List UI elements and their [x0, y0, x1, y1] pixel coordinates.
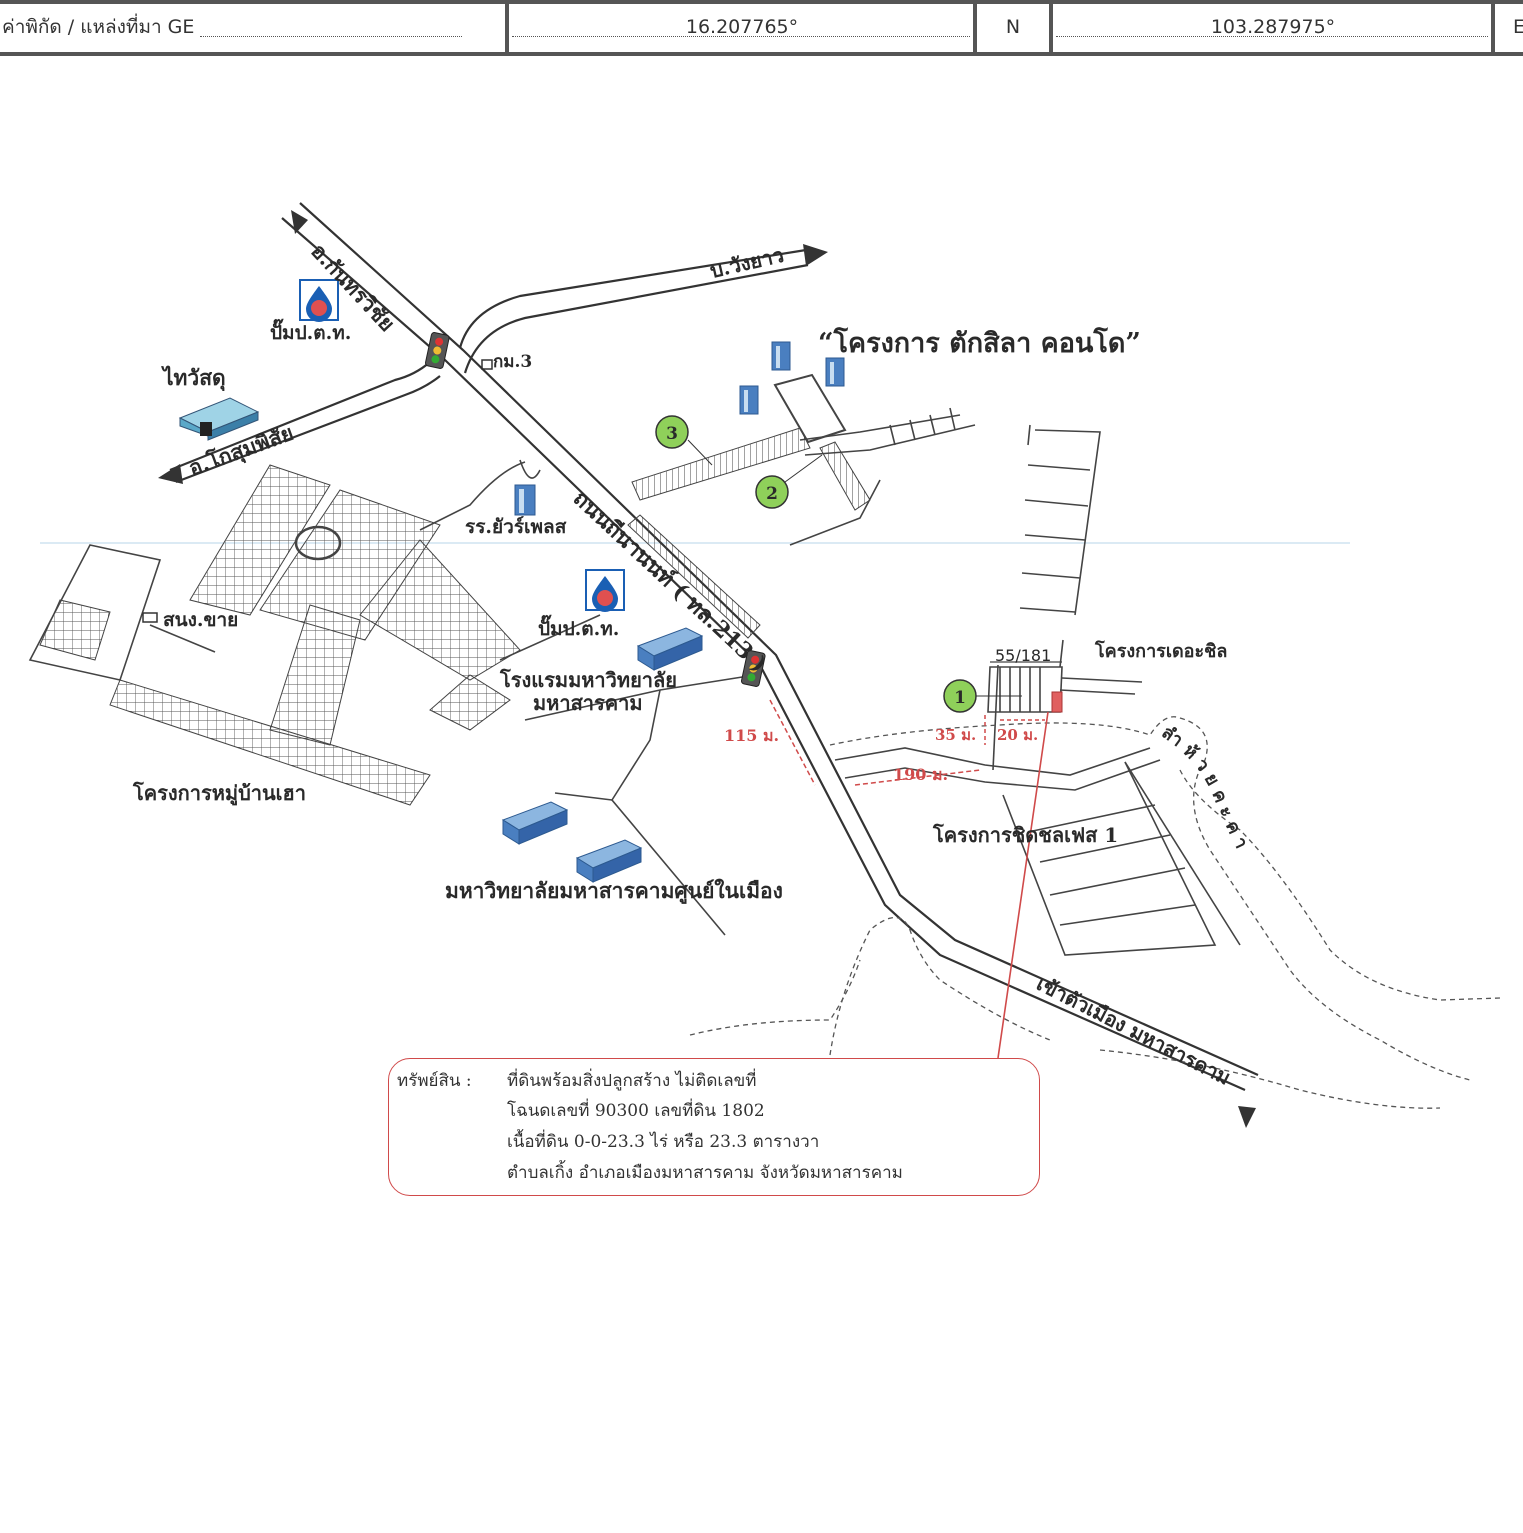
- header-divider: [1049, 2, 1053, 54]
- lat-hemisphere: N: [1005, 16, 1021, 38]
- plot-number-label: 55/181: [995, 646, 1051, 665]
- office-building-icon: [575, 839, 643, 883]
- ptt-label-2: ปั๊มป.ต.ท.: [538, 614, 619, 640]
- hotel-label-2: มหาสารคาม: [533, 691, 643, 715]
- highway-office-icon: [481, 359, 493, 370]
- building-icon: [825, 357, 845, 387]
- main-road: [281, 202, 1259, 1128]
- university-roads: [524, 674, 756, 936]
- marker-3: 3: [655, 415, 713, 466]
- ptt-label-1: ปั๊มป.ต.ท.: [270, 318, 351, 344]
- distance-20: 20 ม.: [997, 726, 1038, 744]
- marker-1: 1: [943, 679, 1022, 713]
- thai-watsadu-label: ไทวัสดุ: [161, 365, 226, 392]
- asset-line-3: เนื้อที่ดิน 0-0-23.3 ไร่ หรือ 23.3 ตาราง…: [507, 1132, 820, 1152]
- svg-text:2: 2: [766, 484, 778, 504]
- stream-label: ลำ ห้ ว ย ค ะ ค า: [1157, 722, 1251, 852]
- building-icon: [514, 484, 536, 516]
- road-wang-yao: [458, 244, 828, 374]
- office-building-icon: [636, 627, 704, 671]
- ptt-pump-icon: [299, 279, 339, 322]
- source-underline: [200, 36, 462, 37]
- ptt-pump-icon: [585, 569, 625, 612]
- header-divider: [505, 2, 509, 54]
- coordinate-header: ค่าพิกัด / แหล่งที่มา GE 16.207765° N 10…: [0, 0, 1523, 56]
- building-icon: [739, 385, 759, 415]
- header-divider: [973, 2, 977, 54]
- ched-phase-lots: [1002, 761, 1241, 956]
- office-building-icon: [501, 801, 569, 845]
- takkasila-project-layout: [519, 373, 976, 546]
- village-project-label: โครงการหมู่บ้านเฮา: [132, 781, 306, 807]
- lon-hemisphere: E: [1513, 16, 1523, 38]
- asset-line-1: ที่ดินพร้อมสิ่งปลูกสร้าง ไม่ติดเลขที่: [507, 1071, 757, 1091]
- sales-office-label: สนง.ขาย: [163, 609, 238, 631]
- stream-outline: [689, 716, 1501, 1109]
- the-chill-project: [987, 424, 1143, 771]
- traffic-light-icon: [424, 332, 450, 369]
- traffic-light-icon: [740, 650, 766, 687]
- source-label: ค่าพิกัด / แหล่งที่มา GE: [2, 16, 195, 38]
- asset-line-2: โฉนดเลขที่ 90300 เลขที่ดิน 1802: [507, 1101, 765, 1121]
- asset-info-box: ทรัพย์สิน : ที่ดินพร้อมสิ่งปลูกสร้าง ไม่…: [388, 1058, 1040, 1196]
- header-divider: [1491, 2, 1495, 54]
- latitude-underline: [512, 36, 970, 37]
- header-bottom-border: [0, 52, 1523, 56]
- header-top-border: [0, 0, 1523, 4]
- hotel-label-1: โรงแรมมหาวิทยาลัย: [499, 668, 677, 692]
- building-icon: [771, 341, 791, 371]
- distance-annotations: 115 ม. 35 ม. 20 ม. 190 ม.: [724, 699, 1049, 1059]
- the-chill-label: โครงการเดอะชิล: [1094, 640, 1227, 662]
- project-title: “โครงการ ตักสิลา คอนโด”: [818, 326, 1141, 359]
- subject-plot: [1051, 691, 1063, 713]
- longitude-value: 103.287975°: [1210, 16, 1336, 38]
- svg-text:1: 1: [954, 688, 966, 708]
- asset-label: ทรัพย์สิน :: [397, 1071, 472, 1091]
- village-grid: [28, 461, 601, 806]
- university-label: มหาวิทยาลัยมหาสารคามศูนย์ในเมือง: [445, 878, 783, 905]
- distance-35: 35 ม.: [935, 726, 976, 744]
- road-label-to-city: เข้าตัวเมือง มหาสารคาม: [1033, 971, 1235, 1090]
- office-sign-icon: [142, 612, 158, 623]
- ched-phase-label: โครงการชิดชลเฟส 1: [932, 823, 1118, 847]
- latitude-value: 16.207765°: [685, 16, 799, 38]
- warehouse-icon: [178, 397, 260, 441]
- distance-115: 115 ม.: [724, 726, 779, 745]
- asset-line-4: ตำบลเกิ้ง อำเภอเมืองมหาสารคาม จังหวัดมหา…: [507, 1163, 903, 1183]
- svg-text:3: 3: [666, 424, 678, 444]
- school-label: รร.ยัวร์เพลส: [465, 516, 567, 538]
- marker-2: 2: [755, 454, 823, 509]
- distance-190: 190 ม.: [893, 765, 948, 784]
- roadside-strip: [627, 514, 761, 639]
- highway-dept-label: กม.3: [493, 352, 532, 372]
- soi-road: [834, 747, 1161, 791]
- longitude-underline: [1056, 36, 1488, 37]
